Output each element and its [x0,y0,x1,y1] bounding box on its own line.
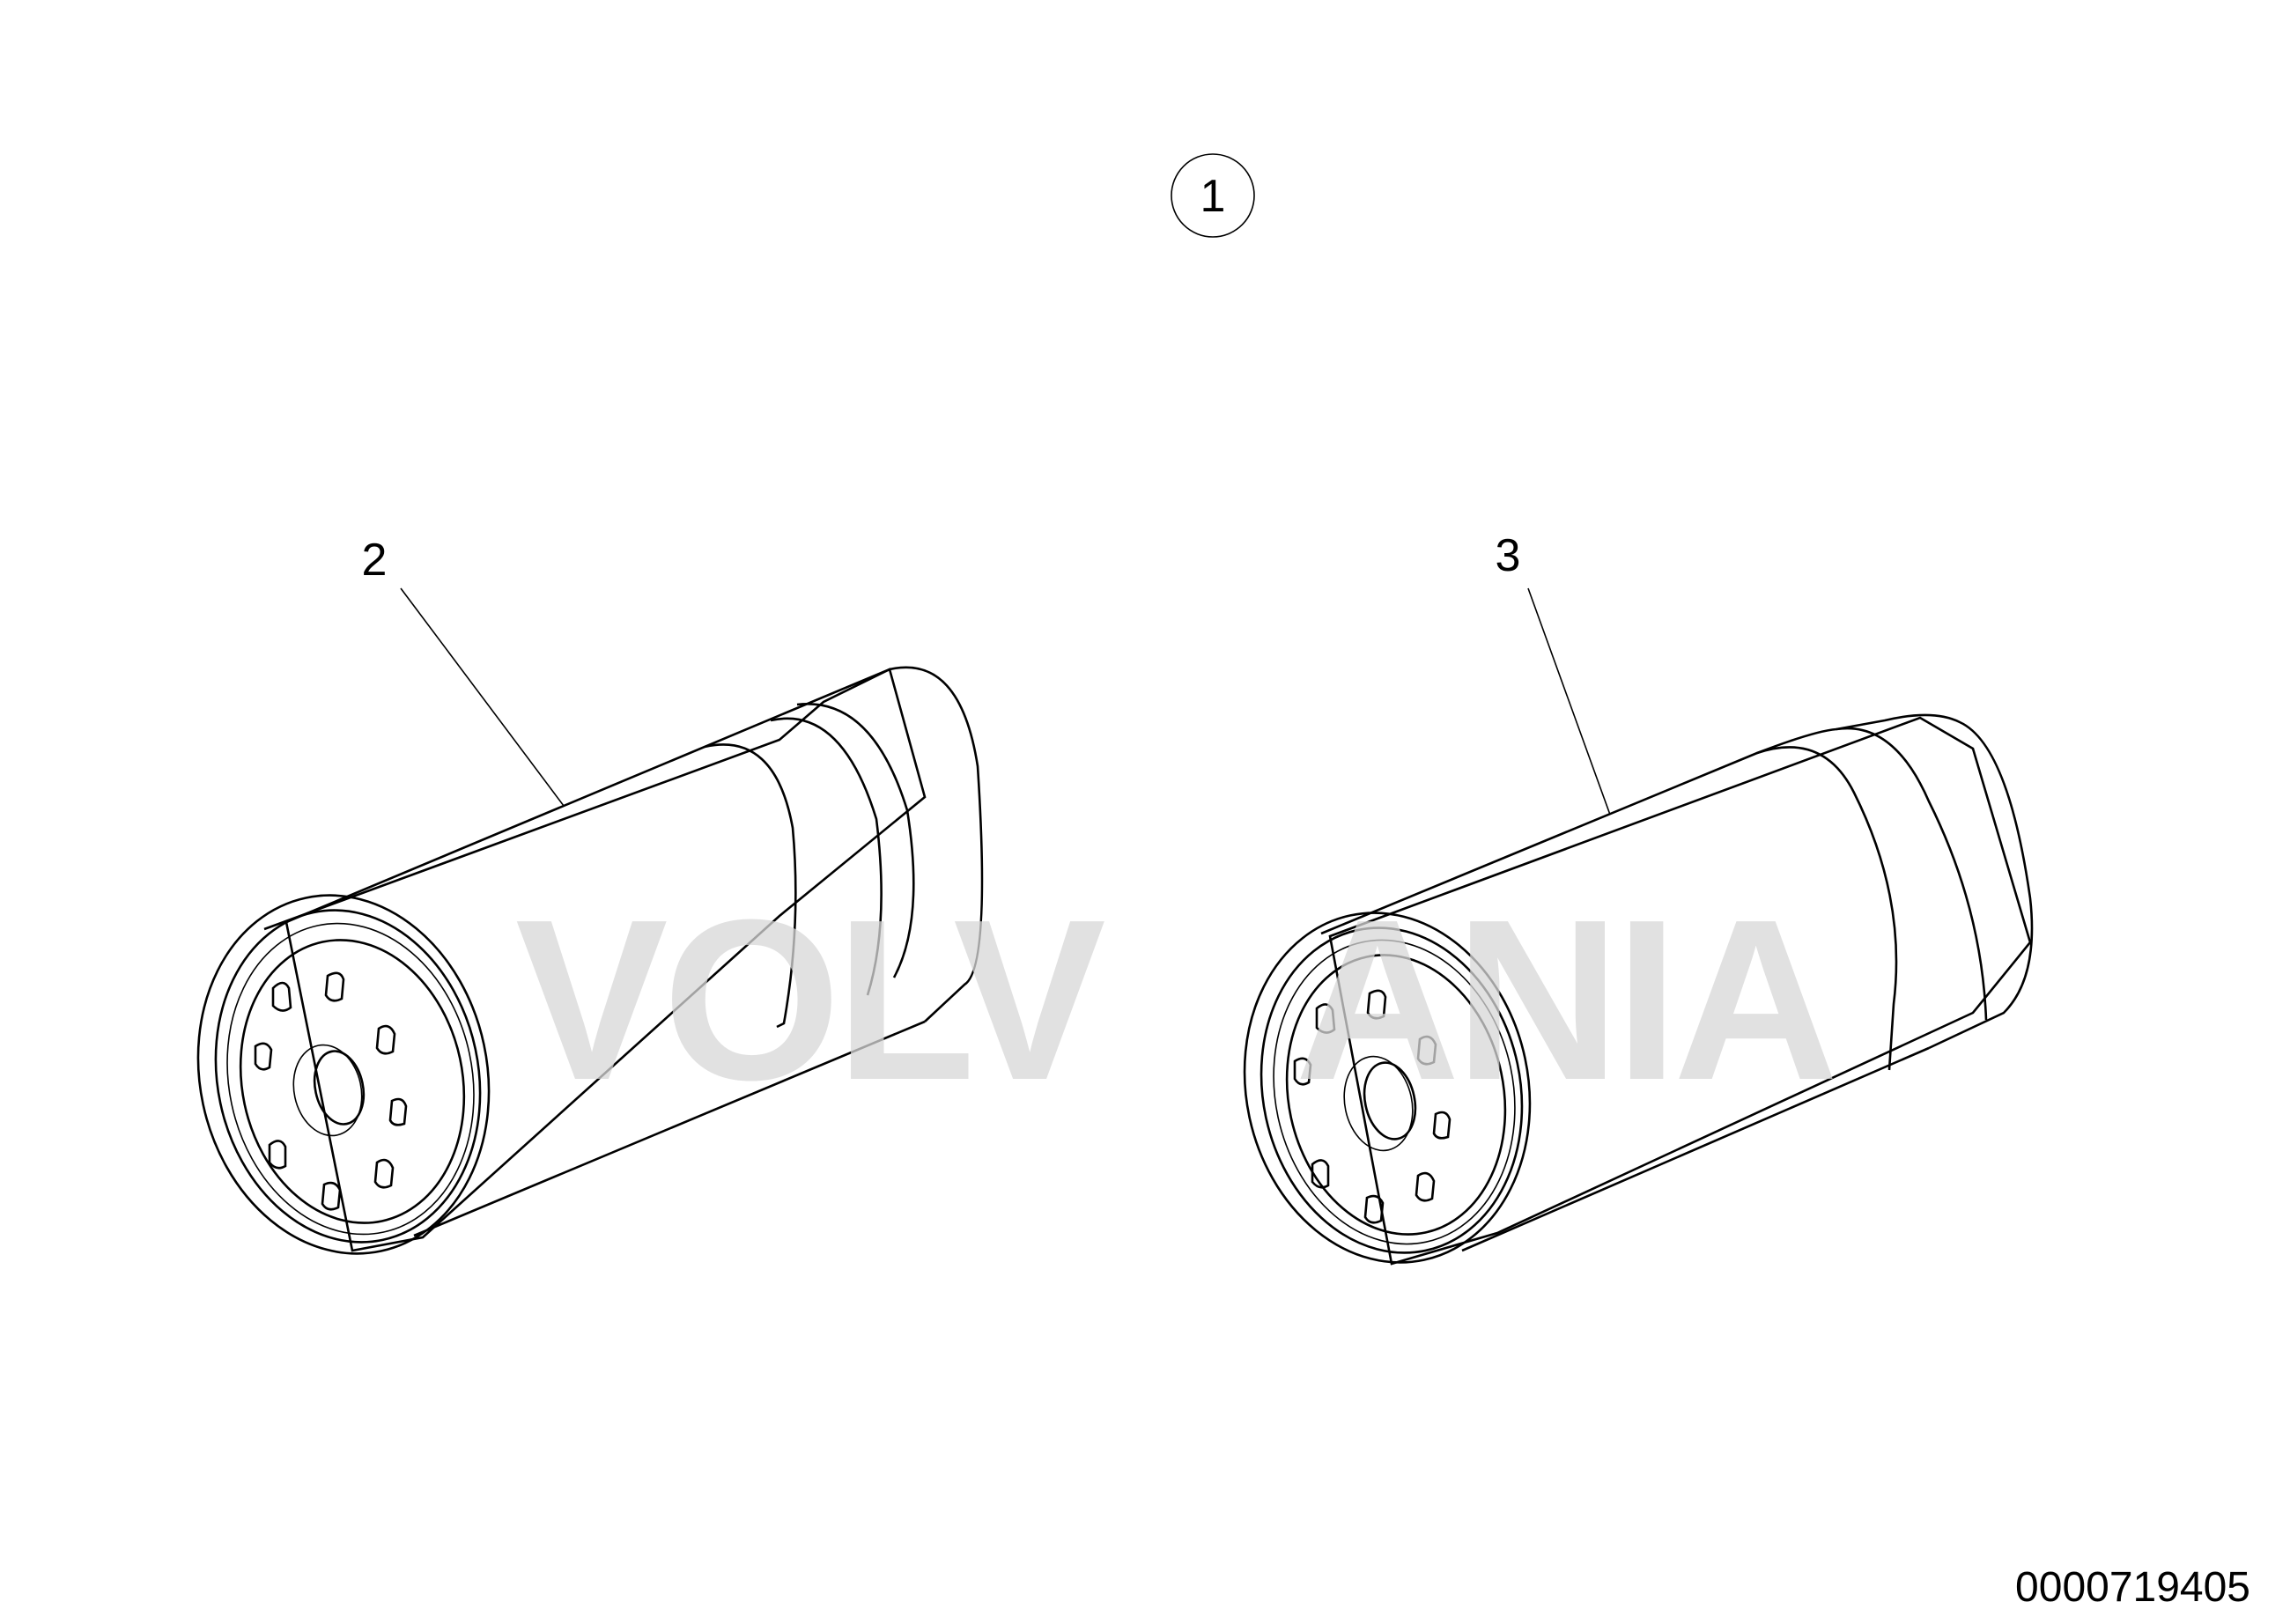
front-face-plate [239,939,466,1224]
leader-line-3 [1527,587,1611,816]
callout-2-label: 2 [362,535,388,586]
inlet-hole [1293,1057,1312,1086]
inlet-hole [1366,989,1387,1020]
inlet-holes [254,971,408,1211]
inlet-hole [254,1042,273,1071]
cap-band-2 [770,717,883,996]
inlet-hole [1315,1003,1336,1034]
callout-3-label: 3 [1496,530,1521,581]
front-face-plate [1285,954,1507,1236]
inlet-hole [1311,1159,1330,1189]
center-hole [313,1050,366,1126]
body-top-edge [263,666,984,1022]
inlet-hole [388,1097,408,1126]
cap-band-1 [704,743,797,1029]
reference-number: 0000719405 [2015,1564,2250,1611]
inlet-hole [268,1140,287,1170]
cap-band-3 [796,702,915,978]
callout-1-label: 1 [1200,171,1226,222]
inlet-hole [375,1024,396,1055]
inlet-hole [373,1158,395,1189]
center-hole [1363,1061,1417,1140]
body-top-edge [1320,713,2034,1050]
callout-1[interactable]: 1 [1171,153,1255,238]
cap-band-2 [1836,727,1988,1021]
callout-2[interactable]: 2 [362,535,565,807]
front-face-ring-2 [1260,926,1524,1254]
center-boss [292,1044,363,1137]
filter-body [1328,716,2032,1266]
inlet-hole [1416,1035,1437,1066]
inlet-hole [1415,1171,1436,1202]
watermark-right-text: ANIA [1295,873,1835,1128]
front-face-ring-3 [1273,939,1516,1245]
body-bottom-edge [413,1020,926,1237]
front-face-ring-2 [214,909,482,1244]
inlet-hole [1432,1111,1452,1140]
filter-cartridge-right[interactable] [1213,713,2034,1289]
watermark-left-text: VOLV [515,873,1107,1128]
filter-cartridge-left[interactable] [166,666,984,1281]
inlet-holes [1293,989,1452,1224]
front-face-ring-3 [226,922,475,1236]
leader-line-2 [400,587,565,807]
center-boss [1343,1055,1414,1152]
inlet-hole [1363,1194,1385,1224]
body-bottom-edge [1461,1046,1930,1252]
front-face-outer-ring [196,894,491,1255]
inlet-hole [321,1181,342,1211]
front-face-outer-ring [1243,912,1532,1264]
inlet-hole [324,971,345,1002]
cap-band-1 [1756,746,1898,1071]
callout-circle [1171,153,1255,238]
inlet-hole [271,981,292,1012]
watermark: VOLV ANIA [515,873,1840,1128]
callout-3[interactable]: 3 [1496,530,1611,816]
